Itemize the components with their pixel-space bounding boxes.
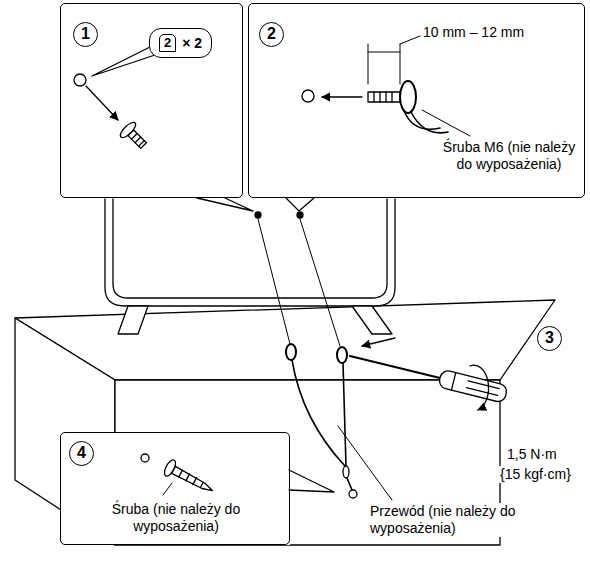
screw-eye	[400, 81, 416, 113]
leader-line	[163, 483, 172, 495]
screw-thread	[132, 134, 138, 140]
screw-thread	[179, 470, 183, 477]
screw-thread	[139, 141, 145, 147]
text-slot: Przewód (nie należy do wyposażenia)	[368, 503, 518, 537]
guide-line	[300, 219, 340, 346]
note-label: 1,5 N·m	[505, 446, 559, 463]
wire-clamp	[343, 466, 349, 478]
wire	[343, 363, 346, 466]
callout-bubble: 2 × 2	[149, 28, 212, 58]
callout-number: 2	[259, 22, 284, 47]
leader-line	[422, 110, 470, 136]
screw-shaft	[368, 92, 400, 102]
dimension-line	[368, 52, 400, 53]
screwdriver-handle	[438, 369, 508, 403]
callout-number: 3	[537, 326, 562, 351]
screw-thread	[391, 92, 392, 102]
panel-pointer	[197, 198, 253, 211]
callout-number: 4	[69, 441, 94, 466]
screw-shaft	[172, 466, 215, 494]
note-label: {15 kgf·cm}	[498, 466, 573, 483]
screw	[118, 120, 151, 153]
drawing	[15, 36, 555, 545]
text-slot: 4	[69, 441, 94, 466]
count-text: × 2	[182, 35, 202, 51]
wire	[347, 478, 352, 490]
tv-hole	[297, 212, 303, 218]
panel-pointer	[289, 470, 334, 492]
text-slot: 3	[537, 326, 562, 351]
direction-arrow	[322, 96, 362, 97]
bubble-pointer	[92, 44, 158, 76]
leader-line	[400, 36, 420, 44]
direction-arrow	[362, 338, 395, 346]
tv-back	[105, 199, 395, 306]
handle-body	[438, 369, 508, 403]
leader-line	[338, 426, 392, 500]
screw-thread	[186, 474, 190, 481]
text-slot: 1,5 N·m	[505, 446, 559, 463]
screw-thread	[200, 482, 203, 487]
tv-leg	[118, 306, 148, 334]
callout-number: 1	[73, 22, 98, 47]
handle-grip	[451, 373, 455, 390]
rotation-arrow	[470, 365, 489, 410]
step-panel: 4Śruba (nie należy do wyposażenia)	[60, 432, 290, 545]
tv-leg	[352, 306, 392, 334]
note-label: Przewód (nie należy do wyposażenia)	[368, 503, 518, 537]
tv-hole	[255, 212, 261, 218]
dimension-line	[368, 44, 369, 84]
screw-shaft	[128, 130, 146, 148]
part-label: 10 mm – 12 mm	[421, 24, 526, 41]
handle-grip	[466, 388, 497, 396]
direction-arrow	[86, 86, 118, 120]
screwdriver-shaft	[350, 356, 440, 378]
tv-back-detail	[113, 199, 387, 298]
table-screw	[349, 490, 357, 498]
icon-number: 2	[159, 34, 176, 52]
text-slot: Śruba M6 (nie należy do wyposażenia)	[439, 139, 579, 173]
text-slot: 10 mm – 12 mm	[421, 24, 526, 41]
dimension-line	[400, 44, 401, 84]
eye-bolt	[337, 347, 347, 363]
hole	[141, 454, 149, 462]
text-slot: {15 kgf·cm}	[498, 466, 573, 483]
text-slot: 1	[73, 22, 98, 47]
wire	[411, 112, 448, 133]
screw-thread	[379, 92, 380, 102]
hole	[74, 74, 86, 86]
hole	[302, 90, 314, 102]
part-label: Śruba (nie należy do wyposażenia)	[71, 501, 281, 535]
part-label: Śruba M6 (nie należy do wyposażenia)	[439, 139, 579, 173]
screw-thread	[373, 92, 374, 102]
screw	[162, 458, 216, 498]
handle-grip	[468, 381, 499, 389]
panel-ground	[60, 432, 290, 545]
screw-thread	[193, 478, 197, 485]
step-panel: 2 10 mm – 12 mm Śruba M6 (nie należy do wy…	[248, 3, 585, 198]
step-panel: 2 × 2 1	[60, 3, 243, 198]
text-slot: 2	[259, 22, 284, 47]
screw-thread	[385, 92, 386, 102]
eye-bolt	[286, 344, 296, 360]
panel-pointer	[286, 198, 314, 211]
screw-thread	[135, 137, 141, 143]
text-slot: Śruba (nie należy do wyposażenia)	[71, 501, 281, 535]
guide-line	[258, 219, 290, 344]
wire	[292, 360, 345, 466]
